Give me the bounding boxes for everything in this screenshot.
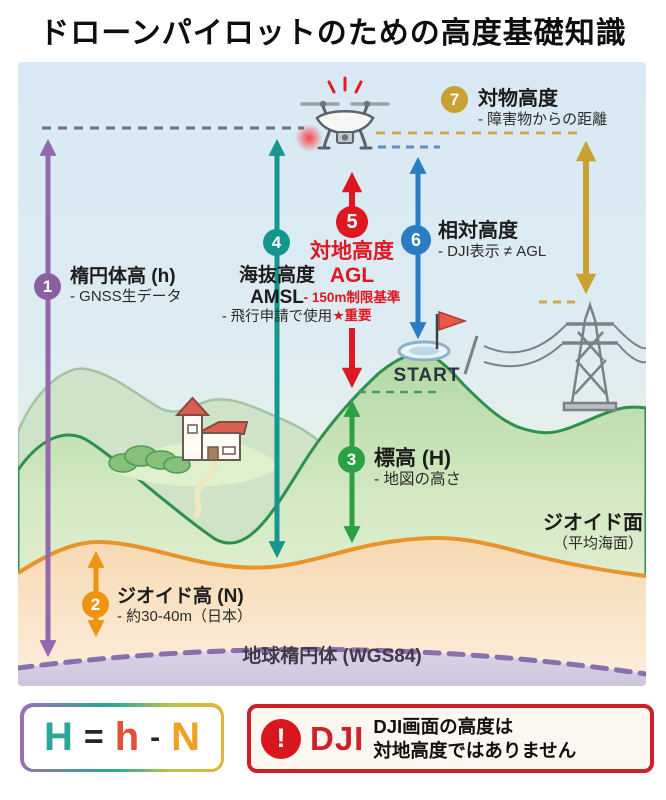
badge-4: 4 xyxy=(263,229,290,256)
geoid-fill xyxy=(18,538,646,686)
label-geoid-height: ジオイド高 (N) - 約30-40m（日本） xyxy=(117,586,253,625)
label-geoid-surface: ジオイド面 （平均海面） xyxy=(543,512,643,552)
start-flag xyxy=(438,310,468,332)
geoid-line xyxy=(18,535,646,578)
formula-box: H = h - N xyxy=(20,703,224,772)
badge-7: 7 xyxy=(441,86,468,113)
ellipsoid-dashed-line xyxy=(18,646,646,677)
badge-1: 1 xyxy=(34,273,61,300)
formula-h: h xyxy=(114,715,140,759)
formula-equals: = xyxy=(83,718,104,756)
warning-text: DJI画面の高度は 対地高度ではありません xyxy=(373,716,577,761)
dji-warning-box: ! DJI DJI画面の高度は 対地高度ではありません xyxy=(247,704,654,773)
badge-3: 3 xyxy=(338,446,365,473)
ellipsoid-fill xyxy=(18,649,646,686)
house xyxy=(174,396,249,461)
dji-logo: DJI xyxy=(310,719,365,757)
badge-2: 2 xyxy=(82,591,109,618)
footpath xyxy=(193,457,218,518)
label-agl: 対地高度 AGL - 150m制限基準 ★重要 xyxy=(303,240,401,323)
label-relative-height: 相対高度 - DJI表示 ≠ AGL xyxy=(438,220,547,260)
label-ellipsoid-wgs84: 地球楕円体 (WGS84) xyxy=(242,646,422,667)
bushes xyxy=(108,445,191,474)
drone xyxy=(295,76,390,152)
transmission-tower xyxy=(463,301,646,412)
diagram-panel: 1 2 3 4 5 6 7 楕円体高 (h) - GNSS生データ ジオイド高 … xyxy=(18,62,646,686)
scene-illustration xyxy=(18,62,646,686)
formula-minus: - xyxy=(150,720,161,754)
formula-H: H xyxy=(43,715,73,759)
exclamation-icon: ! xyxy=(261,718,301,759)
badge-5: 5 xyxy=(336,206,368,238)
label-obstacle-height: 対物高度 - 障害物からの距離 xyxy=(478,88,608,128)
alert-burst-icon xyxy=(327,76,363,94)
formula-N: N xyxy=(171,715,201,759)
label-amsl: 海抜高度 AMSL - 飛行申請で使用 xyxy=(221,265,333,325)
label-ellipsoid-height: 楕円体高 (h) - GNSS生データ xyxy=(70,266,182,305)
page-title: ドローンパイロットのための高度基礎知識 xyxy=(39,17,627,50)
badge-6: 6 xyxy=(401,225,431,255)
start-pad xyxy=(397,310,468,362)
start-label: START xyxy=(393,365,461,386)
label-elevation: 標高 (H) - 地図の高さ xyxy=(374,447,461,489)
